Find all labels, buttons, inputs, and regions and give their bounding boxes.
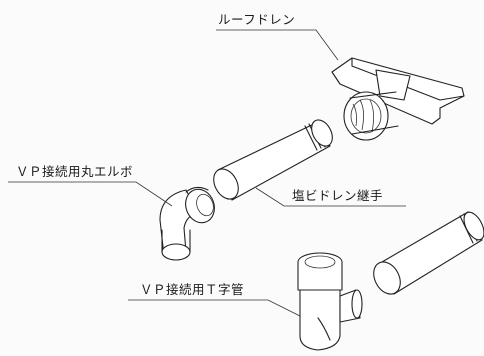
elbow-leader: [8, 181, 173, 207]
vp-tee-label: ＶＰ接続用Ｔ字管: [140, 282, 244, 297]
tee-part: [297, 252, 363, 351]
lower-pipe-part: [373, 211, 484, 295]
upper-pipe-part: [213, 119, 333, 201]
vp-elbow-label: ＶＰ接続用丸エルボ: [16, 164, 133, 179]
roof-drain-label: ルーフドレン: [218, 12, 295, 27]
tee-leader: [128, 299, 301, 317]
roof-drain-leader: [216, 29, 339, 61]
leader-lines: [8, 29, 406, 317]
roof-drain-part: [331, 57, 465, 141]
pvc-joint-leader: [255, 187, 406, 207]
pvc-joint-label: 塩ビドレン継手: [292, 188, 383, 203]
elbow-part: [159, 186, 215, 261]
